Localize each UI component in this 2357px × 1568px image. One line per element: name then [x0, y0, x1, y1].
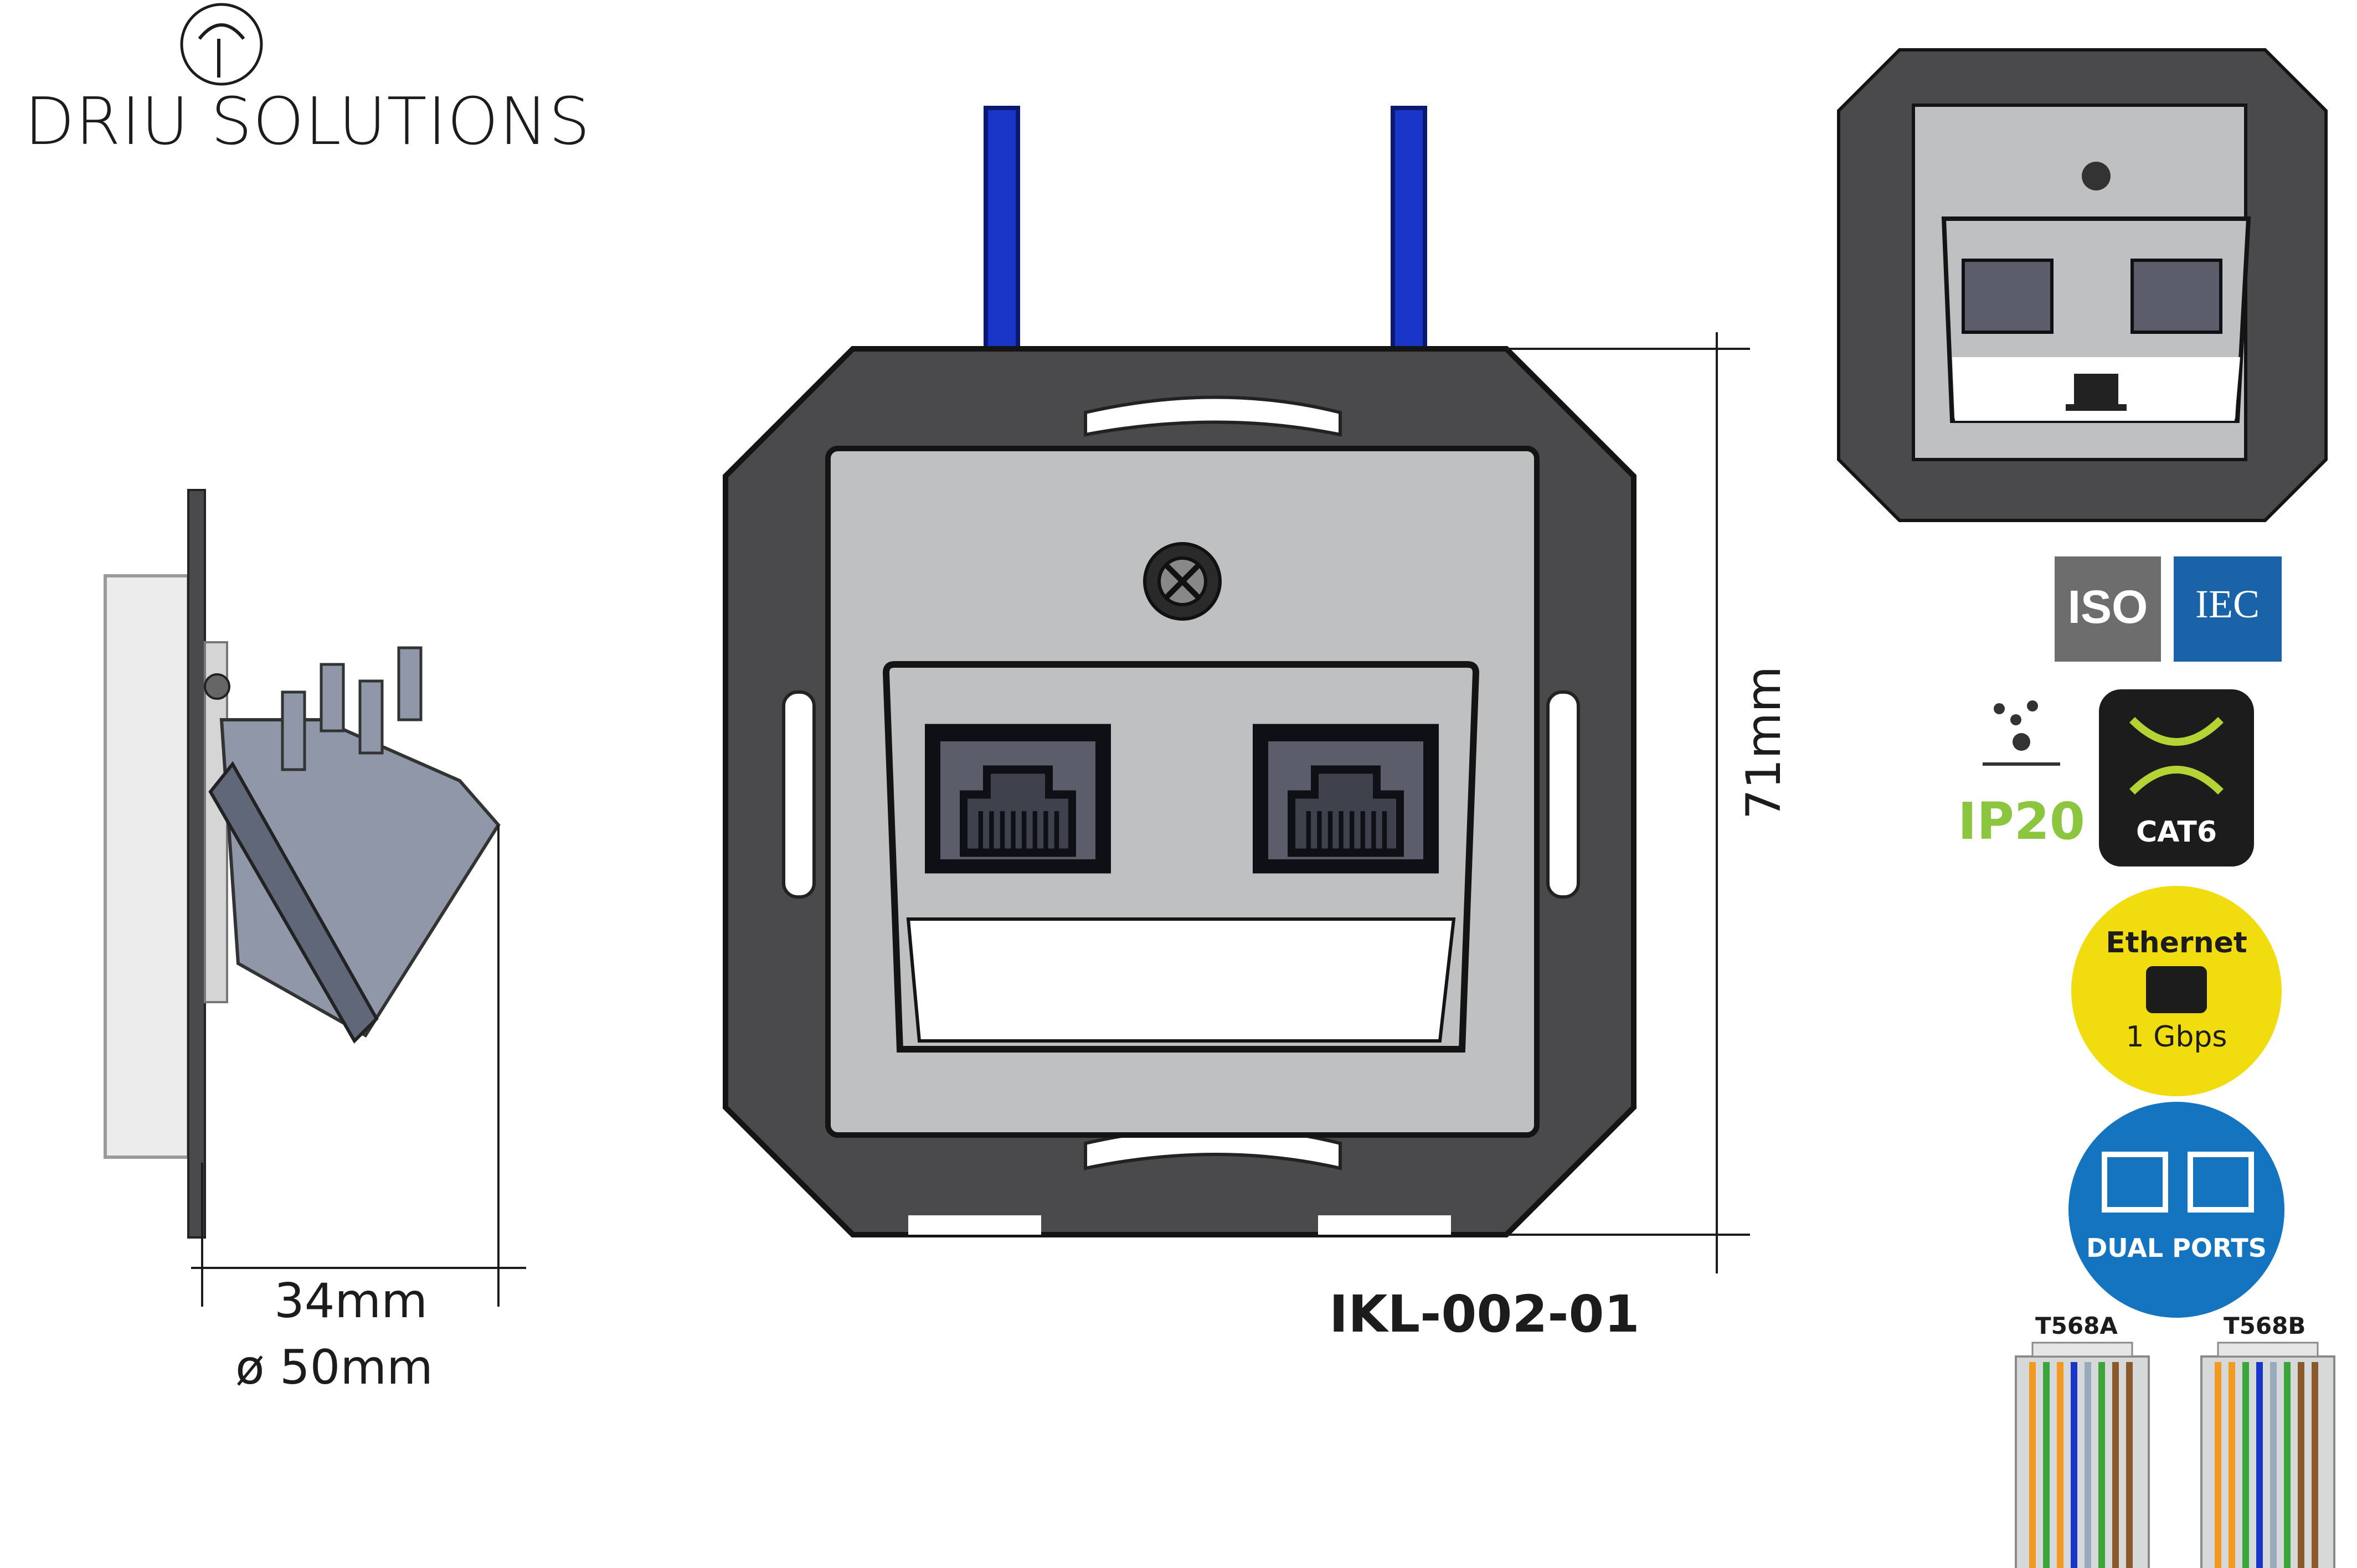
cat6-badge: CAT6: [2099, 689, 2254, 866]
svg-text:Ethernet: Ethernet: [2106, 926, 2247, 960]
t568b-connector: [2200, 1342, 2335, 1568]
svg-text:IEC: IEC: [2195, 582, 2260, 626]
rj45-port-icon: [925, 724, 1111, 874]
t568b-label: T568B: [2224, 1312, 2306, 1339]
iso-badge: ISO: [2055, 556, 2161, 662]
cable-left: [984, 106, 1020, 376]
water-drops-icon: [1983, 700, 2060, 766]
laptop-icon: [2066, 374, 2127, 411]
t568a-label: T568A: [2035, 1312, 2118, 1339]
cable-right: [1391, 106, 1427, 376]
rj45-port-icon: [1253, 724, 1439, 874]
brand-logo-icon: [180, 3, 263, 86]
depth-dimension: 34mm: [274, 1273, 428, 1329]
iec-badge: IEC: [2174, 556, 2282, 662]
product-thumbnail: [1837, 48, 2328, 522]
height-dimension: 71mm: [1736, 666, 1792, 819]
t568a-connector: [2015, 1342, 2150, 1568]
svg-text:IP20: IP20: [1958, 792, 2085, 851]
ethernet-port-icon: [2146, 966, 2207, 1013]
svg-text:ISO: ISO: [2068, 581, 2148, 633]
screw-icon: [1143, 542, 1222, 621]
svg-text:CAT6: CAT6: [2136, 816, 2217, 849]
svg-text:1 Gbps: 1 Gbps: [2126, 1020, 2227, 1054]
svg-text:DUAL PORTS: DUAL PORTS: [2086, 1233, 2267, 1263]
model-number: IKL-002-01: [1329, 1285, 1640, 1344]
side-view-drawing: [104, 489, 526, 1307]
brand-name: DRIU SOLUTIONS: [24, 83, 591, 159]
ethernet-badge: Ethernet 1 Gbps: [2071, 886, 2282, 1096]
ip20-badge: IP20: [1958, 700, 2085, 851]
front-view-drawing: [723, 106, 1750, 1273]
diameter-dimension: ø 50mm: [235, 1340, 433, 1395]
dual-ports-badge: DUAL PORTS: [2068, 1102, 2284, 1318]
